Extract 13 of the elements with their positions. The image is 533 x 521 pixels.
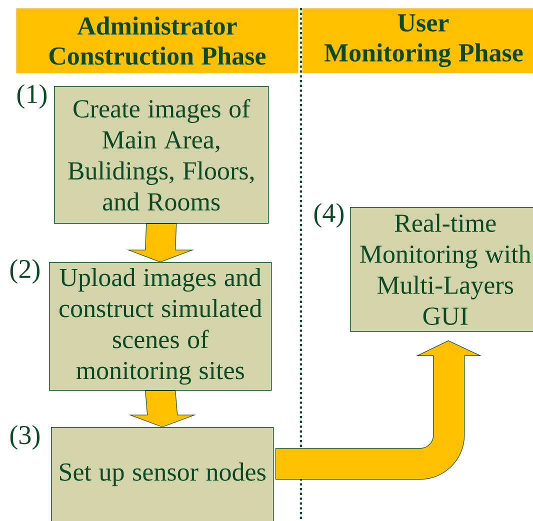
phase-header: Administrator Construction Phase [16, 8, 298, 74]
block-arrow [275, 340, 481, 480]
process-box: Upload images and construct simulated scenes of monitoring sites [49, 262, 272, 391]
step-number: (2) [10, 259, 40, 284]
block-arrow [126, 223, 194, 262]
process-box: Set up sensor nodes [51, 426, 274, 521]
phase-header: User Monitoring Phase [302, 8, 533, 74]
block-arrow [128, 390, 196, 428]
step-number: (4) [314, 203, 344, 228]
process-box: Real-time Monitoring with Multi-Layers GUI [350, 207, 533, 332]
step-number: (3) [10, 425, 40, 450]
step-number: (1) [17, 84, 46, 109]
process-box: Create images of Main Area, Bulidings, Floors, and Rooms [54, 86, 269, 224]
